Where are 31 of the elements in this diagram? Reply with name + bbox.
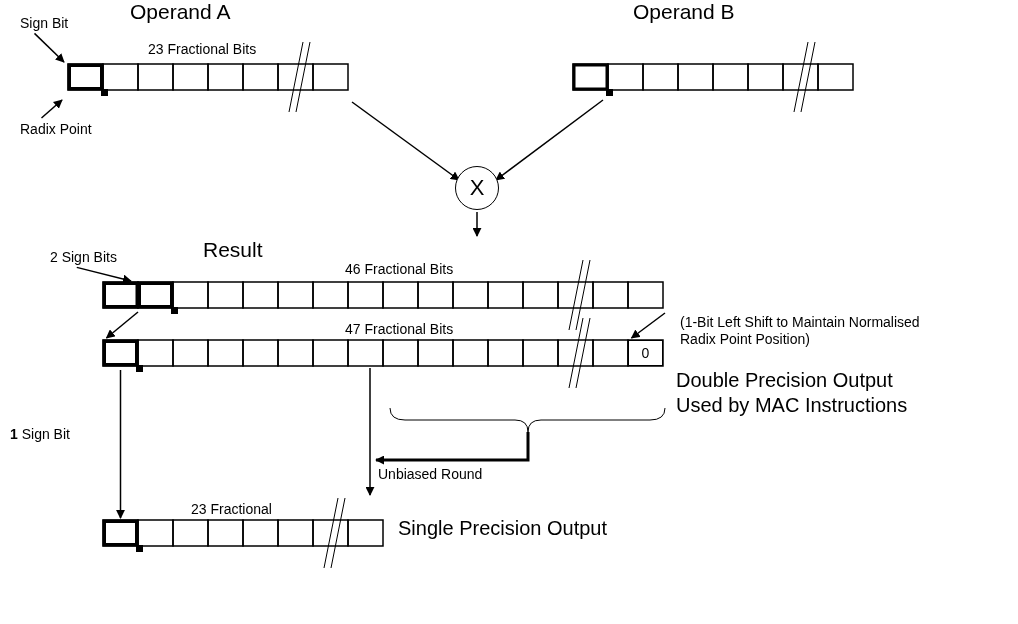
register-heading: Operand A: [130, 0, 231, 24]
arrow: [495, 99, 604, 181]
leader-line: [40, 99, 63, 119]
bit-count-label: 23 Fractional Bits: [148, 42, 257, 58]
sign-bit-cell: [68, 64, 103, 90]
output-caption: Single Precision Output: [398, 516, 608, 541]
bit-count-label: 46 Fractional Bits: [345, 262, 454, 278]
callout-label: 2 Sign Bits: [50, 250, 117, 266]
arrow: [472, 211, 482, 237]
operation-label: Unbiased Round: [378, 466, 484, 483]
sign-bit-label: 1 Sign Bit: [10, 426, 71, 443]
register-heading: Operand B: [633, 0, 735, 24]
sign-bit-cell: [103, 282, 173, 308]
arrow: [351, 101, 460, 181]
sign-bit-cell: [103, 340, 138, 366]
bit-count-label: 23 Fractional: [191, 502, 272, 518]
arrow: [116, 369, 125, 519]
note-text: (1-Bit Left Shift to Maintain Normalised Radix Point Position): [680, 314, 920, 348]
leader-line: [33, 32, 65, 63]
leader-line: [76, 266, 132, 284]
multiply-operator: X: [455, 166, 499, 210]
callout-label: Radix Point: [20, 122, 92, 138]
output-caption: Double Precision Output Used by MAC Instructions: [676, 368, 909, 418]
bit-cell: 0: [628, 340, 663, 366]
arrow: [630, 312, 666, 339]
bit-count-label: 47 Fractional Bits: [345, 322, 454, 338]
arrow: [365, 367, 375, 496]
callout-label: Sign Bit: [20, 16, 69, 32]
register-heading: Result: [203, 238, 263, 262]
sign-bit-cell: [103, 520, 138, 546]
arrow: [105, 311, 139, 339]
